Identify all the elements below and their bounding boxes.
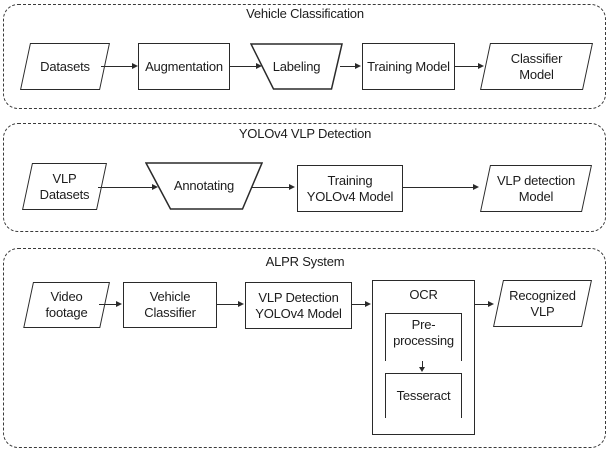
section-title-vehicle-classification: Vehicle Classification — [246, 6, 364, 21]
node-training-yolov4-model: Training YOLOv4 Model — [297, 165, 403, 212]
node-label: Recognized VLP — [509, 287, 576, 319]
node-vlp-detection-model: VLP detection Model — [480, 165, 592, 212]
panel-vehicle-classification — [3, 4, 606, 109]
arrow-pre-processing-to-tesseract — [419, 361, 425, 372]
node-augmentation: Augmentation — [138, 43, 230, 90]
node-pre-processing: Pre- processing — [385, 313, 462, 361]
arrow-vlp-detection-to-ocr — [352, 300, 371, 307]
arrow-labeling-to-training-model — [340, 62, 361, 69]
node-label: Training YOLOv4 Model — [306, 172, 394, 204]
node-tesseract: Tesseract — [385, 373, 462, 418]
arrow-training-yolov4-to-vlp-detection-model — [403, 183, 479, 190]
node-label: Training Model — [367, 58, 450, 74]
arrow-vehicle-classifier-to-vlp-detection — [217, 300, 244, 307]
node-label: VLP Detection YOLOv4 Model — [255, 289, 342, 321]
trapezoid-outline — [250, 43, 343, 90]
node-classifier-model: Classifier Model — [480, 43, 593, 90]
node-vlp-detection-yolov4-model: VLP Detection YOLOv4 Model — [245, 282, 352, 329]
trapezoid-outline — [145, 162, 263, 210]
section-title-alpr-system: ALPR System — [265, 254, 345, 269]
arrow-annotating-to-training-yolov4 — [252, 183, 295, 190]
node-label: Pre- processing — [393, 317, 454, 348]
node-vehicle-classifier: Vehicle Classifier — [123, 282, 217, 328]
node-datasets: Datasets — [20, 43, 110, 90]
arrow-training-model-to-classifier-model — [455, 62, 484, 69]
node-label: Vehicle Classifier — [144, 289, 196, 320]
panel-yolov4-vlp-detection — [3, 123, 606, 232]
panel-alpr-system — [3, 248, 606, 448]
arrow-ocr-to-recognized-vlp — [475, 300, 494, 307]
node-label: Annotating — [173, 178, 235, 193]
node-training-model: Training Model — [362, 43, 455, 90]
node-annotating: Annotating — [145, 162, 263, 210]
node-labeling: Labeling — [250, 43, 343, 90]
node-label: Tesseract — [396, 388, 451, 403]
node-label: Augmentation — [145, 58, 223, 74]
node-label: VLP detection Model — [496, 172, 576, 204]
node-label: VLP Datasets — [39, 170, 90, 202]
node-label: Video footage — [45, 289, 88, 320]
arrow-vlp-datasets-to-annotating — [98, 183, 158, 190]
node-label: Datasets — [40, 58, 90, 74]
node-label: Classifier Model — [510, 50, 563, 82]
node-recognized-vlp: Recognized VLP — [493, 280, 592, 327]
arrow-datasets-to-augmentation — [101, 62, 138, 69]
section-title-yolov4-vlp-detection: YOLOv4 VLP Detection — [238, 126, 372, 141]
arrow-augmentation-to-labeling — [230, 62, 262, 69]
arrow-video-footage-to-vehicle-classifier — [99, 300, 122, 307]
node-label: Labeling — [272, 58, 321, 74]
node-video-footage: Video footage — [23, 282, 110, 328]
ocr-label: OCR — [409, 286, 438, 302]
node-vlp-datasets: VLP Datasets — [22, 163, 107, 210]
